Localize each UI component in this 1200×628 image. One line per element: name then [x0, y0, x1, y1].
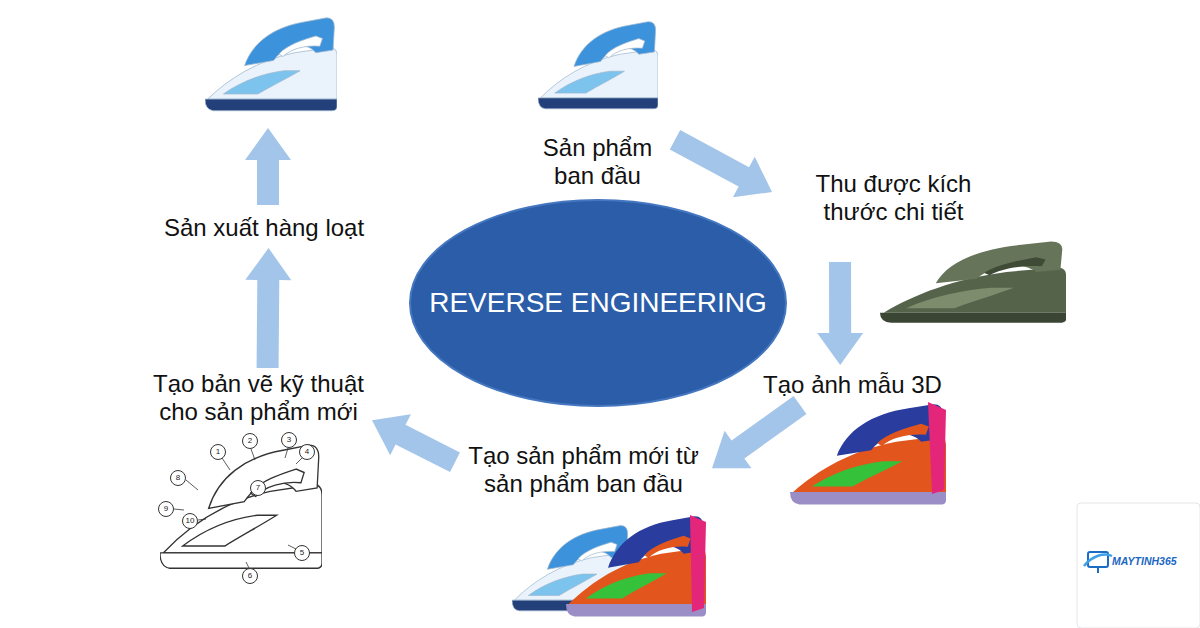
model-accent: [928, 402, 946, 494]
callout-number: 3: [281, 432, 297, 448]
text-group: Tạo bản vẽ kỹ thuật cho sản phẩm mới: [146, 370, 371, 426]
leader-line: [198, 519, 206, 520]
flow-arrow: [817, 262, 863, 365]
flow-arrow: [372, 414, 460, 472]
process-step: Thu được kích thước chi tiết: [772, 170, 1015, 262]
process-step: Tạo bản vẽ kỹ thuật cho sản phẩm mới: [145, 368, 372, 428]
callout-number: 10: [182, 513, 198, 529]
callout-number: 4: [299, 444, 315, 460]
process-step: Sản xuất hàng loạt: [150, 208, 378, 248]
text-group: Thu được kích thước chi tiết: [806, 170, 981, 226]
watermark-text: MAYTINH365: [1112, 555, 1177, 567]
callout-number: 6: [242, 568, 258, 584]
leader-line: [174, 509, 184, 510]
iron-line-drawing: [160, 445, 322, 568]
leader-line: [186, 480, 198, 490]
callout-number: 5: [294, 545, 310, 561]
logo-swoosh: [1084, 554, 1112, 566]
leader-line: [296, 458, 302, 464]
callout-number: 7: [250, 480, 266, 496]
step-label: Sản xuất hàng loạt: [150, 214, 378, 242]
watermark-card: [1077, 503, 1200, 628]
callout-number: 2: [242, 433, 258, 449]
iron-illustration: [205, 18, 337, 111]
iron-3d-model: [790, 404, 946, 504]
callout-number: 1: [210, 444, 226, 460]
callout-number: 8: [170, 470, 186, 486]
step-label: Tạo ảnh mẫu 3D: [750, 371, 955, 399]
text-group: REVERSE ENGINEERING: [408, 287, 788, 319]
flow-arrow: [670, 130, 772, 197]
step-label: Tạo bản vẽ kỹ thuật cho sản phẩm mới: [146, 370, 371, 426]
step-label: Sản phẩm ban đầu: [533, 134, 663, 190]
leader-line: [285, 448, 288, 458]
step-label: Thu được kích thước chi tiết: [806, 170, 981, 226]
text-group: Tạo sản phẩm mới từ sản phẩm ban đầu: [464, 442, 704, 498]
text-group: Sản phẩm ban đầu: [533, 134, 663, 190]
leader-line: [251, 449, 255, 460]
iron-scan: [880, 241, 1066, 322]
text-group: Sản xuất hàng loạt: [150, 214, 378, 242]
iron-3d-model: [566, 516, 706, 616]
flow-arrow: [712, 396, 806, 468]
step-label: Tạo sản phẩm mới từ sản phẩm ban đầu: [464, 442, 704, 498]
hub-title: REVERSE ENGINEERING: [408, 287, 788, 319]
process-step: Sản phẩm ban đầu: [520, 132, 675, 192]
iron-illustration: [538, 22, 658, 109]
logo-stand: [1097, 567, 1099, 573]
hub-ellipse: REVERSE ENGINEERING: [408, 198, 788, 408]
callout-number: 9: [158, 501, 174, 517]
process-step: Tạo ảnh mẫu 3D: [750, 365, 955, 405]
flow-arrow: [245, 248, 291, 368]
model-accent: [690, 515, 706, 612]
flow-arrow: [245, 128, 291, 205]
text-group: Tạo ảnh mẫu 3D: [750, 371, 955, 399]
leader-lines: [174, 448, 302, 568]
process-step: Tạo sản phẩm mới từ sản phẩm ban đầu: [455, 440, 712, 500]
leader-line: [222, 458, 230, 470]
